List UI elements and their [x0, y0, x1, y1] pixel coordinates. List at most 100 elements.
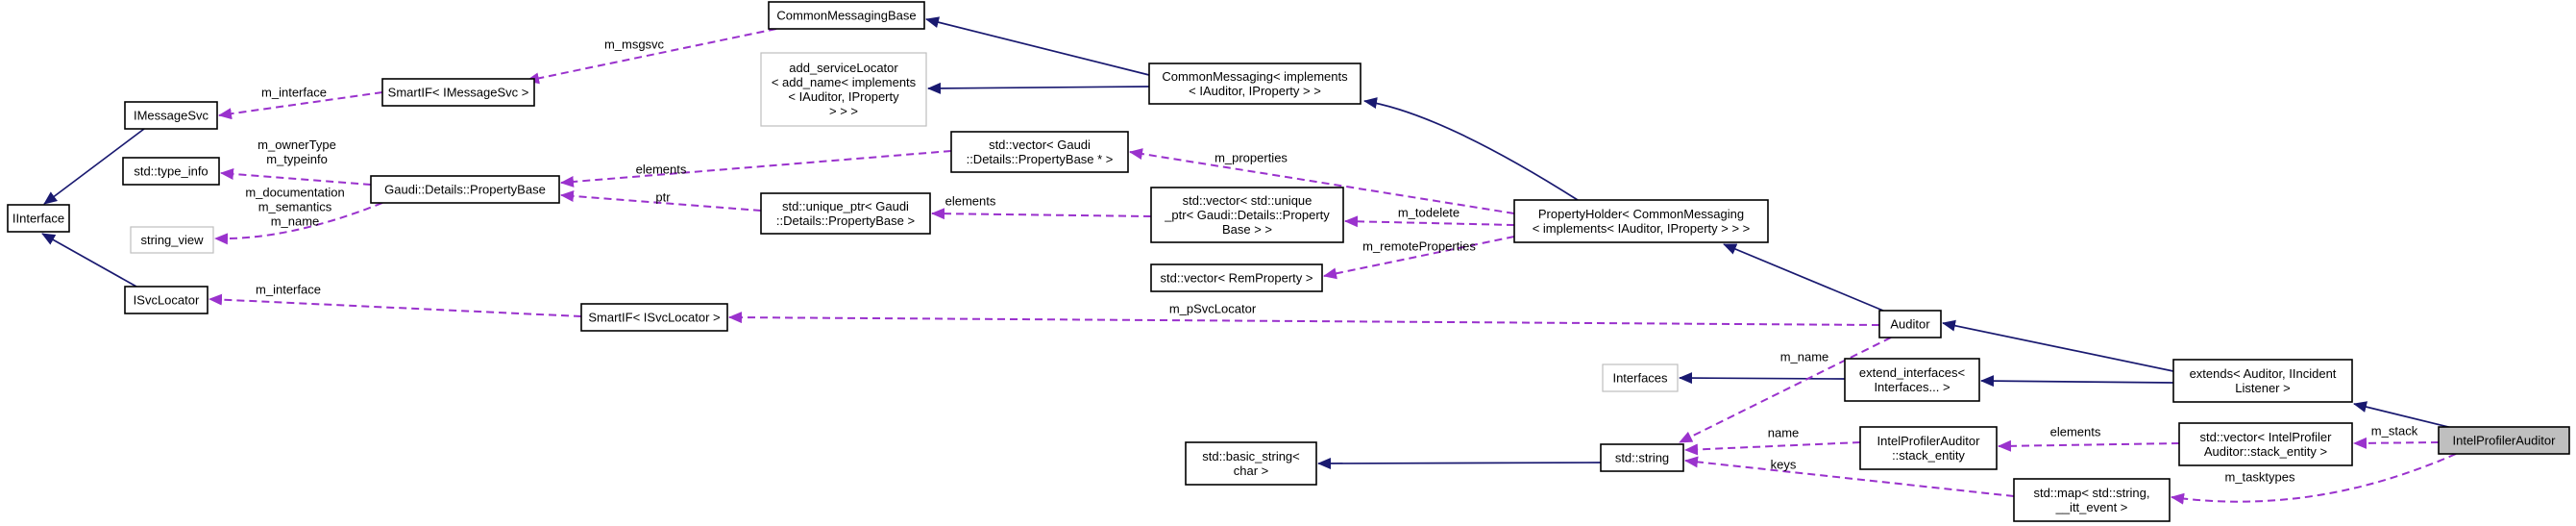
- inherit-extend-interfaces-interfaces: [1679, 372, 1846, 385]
- node-box: [760, 52, 927, 127]
- node-label: Listener >: [2235, 381, 2290, 395]
- node-std-vector-unique-ptr[interactable]: std::vector< std::unique_ptr< Gaudi::Det…: [1150, 187, 1344, 243]
- node-box[interactable]: [1150, 263, 1323, 292]
- node-label: std::vector< RemProperty >: [1161, 271, 1313, 286]
- usage-m-msgsvc-line: [526, 28, 777, 85]
- inherit-isvclocator-iinterface-line: [41, 233, 137, 288]
- edge-label: m_msgsvc: [604, 38, 665, 52]
- usage-m-ownertype-typeinfo-line: [220, 168, 372, 186]
- node-std-basic-string-char[interactable]: std::basic_string<char >: [1185, 441, 1317, 486]
- nodes-layer: IInterface IMessageSvcstd::type_infostrin…: [7, 1, 2570, 522]
- node-box[interactable]: [950, 131, 1129, 173]
- node-propertyholder[interactable]: PropertyHolder< CommonMessaging< impleme…: [1513, 199, 1769, 243]
- node-box[interactable]: [760, 192, 931, 235]
- inherit-extends-extend-interfaces-line: [1980, 375, 2174, 388]
- node-std-map-itt-event[interactable]: std::map< std::string,__itt_event >: [2013, 478, 2171, 522]
- node-std-vector-remproperty[interactable]: std::vector< RemProperty >: [1150, 263, 1323, 292]
- usage-m-interface-isvclocator: m_interface: [209, 283, 582, 317]
- node-intelprofilerauditor-stack-entity[interactable]: IntelProfilerAuditor::stack_entity: [1859, 426, 1998, 470]
- usage-elements-unique-ptr-line: [931, 208, 1152, 220]
- node-box[interactable]: [122, 157, 220, 186]
- inherit-commonmessaging-commonmessagingbase-line: [925, 16, 1150, 76]
- usage-m-name: m_name: [1679, 337, 1892, 443]
- usage-m-interface-isvclocator-line: [209, 293, 582, 317]
- node-imessagesvc[interactable]: IMessageSvc: [124, 101, 218, 130]
- node-box[interactable]: [381, 78, 535, 107]
- node-label: < implements< IAuditor, IProperty > > >: [1533, 221, 1751, 236]
- node-commonmessagingbase[interactable]: CommonMessagingBase: [768, 1, 925, 30]
- node-box: [130, 226, 214, 254]
- inherit-extend-interfaces-interfaces-line: [1679, 372, 1846, 385]
- node-label: std::vector< IntelProfiler: [2200, 430, 2333, 444]
- node-label: char >: [1234, 463, 1269, 478]
- edge-label: m_todelete: [1398, 206, 1460, 220]
- edge-label: elements: [2050, 425, 2101, 439]
- edge-label: m_name: [1780, 350, 1829, 364]
- node-label: std::unique_ptr< Gaudi: [782, 199, 909, 213]
- node-box[interactable]: [1878, 310, 1942, 338]
- node-extend-interfaces[interactable]: extend_interfaces<Interfaces... >: [1844, 358, 1980, 402]
- node-label: std::string: [1615, 451, 1669, 465]
- inherit-intelprofilerauditor-extends-line: [2353, 401, 2453, 429]
- node-box[interactable]: [124, 286, 209, 314]
- node-label: Interfaces: [1612, 371, 1668, 386]
- node-label: add_serviceLocator: [789, 61, 898, 75]
- node-label: > > >: [829, 104, 858, 118]
- node-smartif-isvclocator[interactable]: SmartIF< ISvcLocator >: [580, 303, 728, 332]
- usage-ptr-line: [560, 190, 762, 212]
- node-label: IntelProfilerAuditor: [1877, 434, 1981, 448]
- node-box[interactable]: [768, 1, 925, 30]
- edges-layer: m_msgsvcm_interfacem_ownerTypem_typeinfo…: [41, 16, 2457, 505]
- node-box[interactable]: [1150, 187, 1344, 243]
- node-std-vector-propertybase-ptr[interactable]: std::vector< Gaudi::Details::PropertyBas…: [950, 131, 1129, 173]
- node-label: PropertyHolder< CommonMessaging: [1538, 207, 1744, 221]
- node-label: Auditor: [1890, 317, 1930, 332]
- node-box[interactable]: [580, 303, 728, 332]
- node-label: < IAuditor, IProperty: [788, 89, 899, 104]
- edge-label: elements: [945, 194, 996, 209]
- usage-m-interface-imessagesvc: m_interface: [218, 86, 383, 120]
- node-label: Gaudi::Details::PropertyBase: [384, 183, 546, 197]
- node-auditor[interactable]: Auditor: [1878, 310, 1942, 338]
- node-box[interactable]: [7, 204, 70, 233]
- usage-name-line: [1684, 441, 1861, 456]
- node-commonmessaging[interactable]: CommonMessaging< implements< IAuditor, I…: [1148, 63, 1362, 105]
- node-iinterface[interactable]: IInterface: [7, 204, 70, 233]
- edge-label: m_pSvcLocator: [1169, 302, 1257, 316]
- node-box[interactable]: [1844, 358, 1980, 402]
- node-std-unique-ptr-propertybase[interactable]: std::unique_ptr< Gaudi::Details::Propert…: [760, 192, 931, 235]
- node-label: ::Details::PropertyBase * >: [967, 152, 1114, 166]
- node-box[interactable]: [1859, 426, 1998, 470]
- usage-m-tasktypes: m_tasktypes: [2171, 453, 2457, 505]
- usage-m-todelete-line: [1344, 215, 1515, 228]
- usage-elements-propertybase-ptr: elements: [560, 150, 952, 188]
- node-box[interactable]: [2013, 478, 2171, 522]
- node-label: std::vector< Gaudi: [989, 138, 1091, 152]
- usage-m-psvclocator: m_pSvcLocator: [728, 302, 1880, 326]
- inherit-extends-auditor-line: [1942, 319, 2174, 372]
- usage-m-properties-line: [1129, 148, 1515, 214]
- node-isvclocator[interactable]: ISvcLocator: [124, 286, 209, 314]
- node-box[interactable]: [1148, 63, 1362, 105]
- inherit-isvclocator-iinterface: [41, 233, 137, 288]
- node-std-string[interactable]: std::string: [1600, 443, 1684, 472]
- node-std-type-info[interactable]: std::type_info: [122, 157, 220, 186]
- node-label: string_view: [140, 233, 204, 247]
- edge-label: m_name: [271, 214, 320, 229]
- node-gaudi-details-propertybase[interactable]: Gaudi::Details::PropertyBase: [370, 175, 560, 204]
- usage-elements-propertybase-ptr-line: [560, 150, 952, 188]
- node-box[interactable]: [370, 175, 560, 204]
- edge-label: m_remoteProperties: [1362, 239, 1476, 254]
- node-box[interactable]: [2178, 422, 2353, 466]
- edge-label: m_typeinfo: [266, 152, 328, 166]
- node-box[interactable]: [1513, 199, 1769, 243]
- node-box: [2438, 426, 2570, 455]
- edge-label: m_stack: [2371, 424, 2418, 438]
- node-box[interactable]: [1185, 441, 1317, 486]
- node-smartif-imessagesvc[interactable]: SmartIF< IMessageSvc >: [381, 78, 535, 107]
- node-box[interactable]: [2172, 359, 2353, 403]
- node-box[interactable]: [1600, 443, 1684, 472]
- node-std-vector-stack-entity[interactable]: std::vector< IntelProfilerAuditor::stack…: [2178, 422, 2353, 466]
- node-box[interactable]: [124, 101, 218, 130]
